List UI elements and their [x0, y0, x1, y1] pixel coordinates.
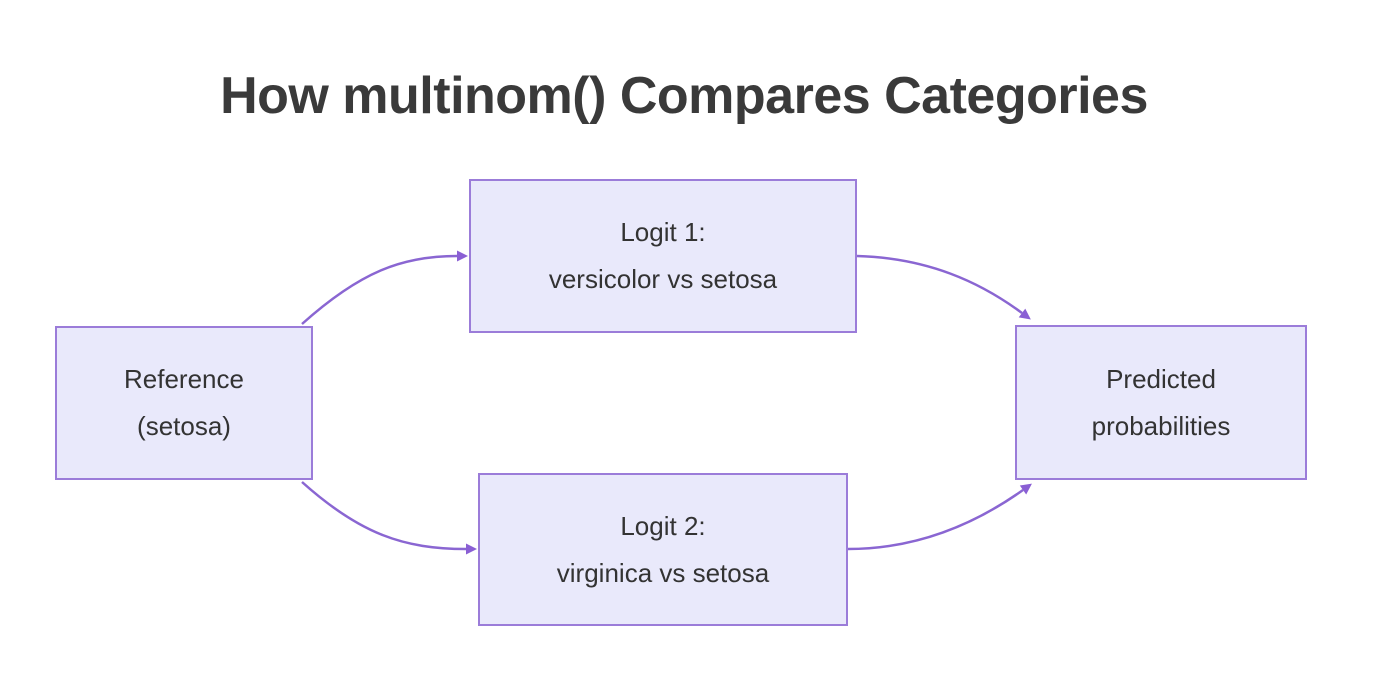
diagram-title: How multinom() Compares Categories: [220, 67, 1148, 125]
edge-logit2-to-predicted: [847, 483, 1032, 551]
node-label-line: probabilities: [1091, 410, 1231, 441]
edge-reference-to-logit2: [301, 481, 477, 555]
edge-logit1-to-predicted: [856, 254, 1031, 320]
node-label-line: virginica vs setosa: [556, 557, 770, 588]
node-predicted: Predicted probabilities: [1015, 325, 1307, 480]
edge-reference-to-logit1: [301, 250, 468, 325]
node-label-line: (setosa): [137, 411, 231, 441]
node-label-line: Logit 1:: [620, 217, 706, 247]
node-label-line: Predicted: [1106, 363, 1216, 394]
node-label-line: versicolor vs setosa: [548, 264, 778, 294]
node-label-line: Logit 2:: [620, 510, 706, 541]
node-logit1: Logit 1: versicolor vs setosa: [469, 179, 857, 333]
node-label-line: Reference: [124, 364, 244, 394]
node-reference: Reference (setosa): [55, 326, 313, 480]
node-logit2: Logit 2: virginica vs setosa: [478, 473, 848, 626]
